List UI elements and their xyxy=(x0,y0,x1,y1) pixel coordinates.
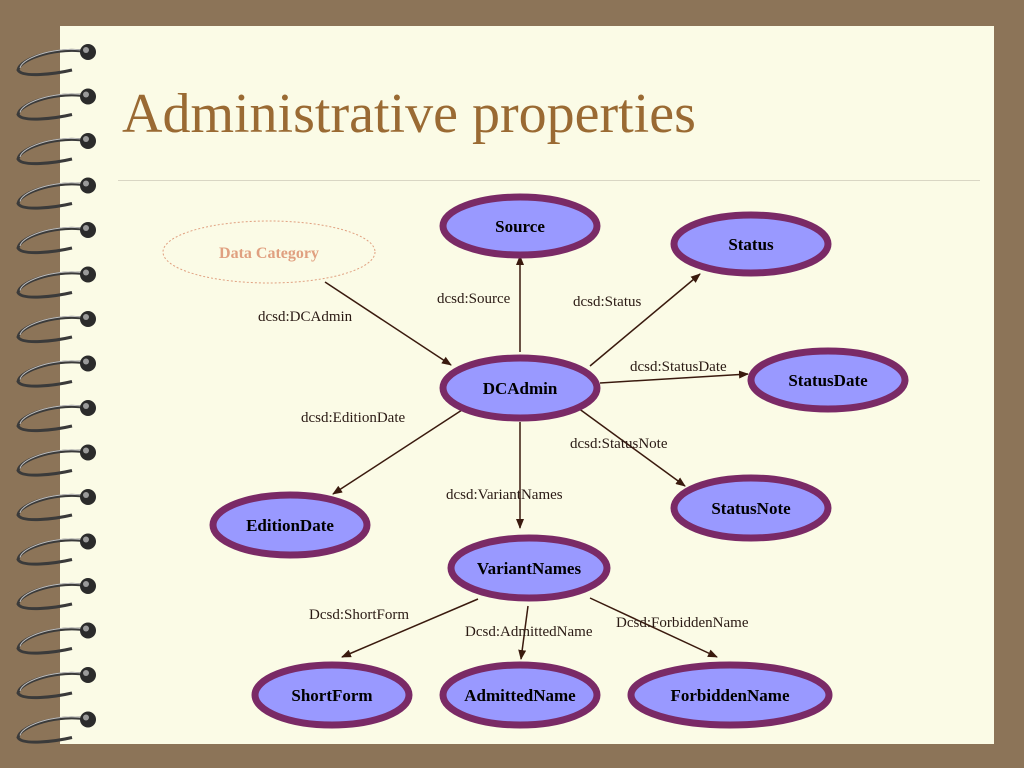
edge-forbiddenname-arrow xyxy=(589,597,718,658)
node-statusnote-label: StatusNote xyxy=(711,499,791,518)
node-source: Source xyxy=(439,193,601,259)
node-status-label: Status xyxy=(728,235,774,254)
edge-label-statusdate: dcsd:StatusDate xyxy=(630,359,727,375)
edge-label-variantnames: dcsd:VariantNames xyxy=(446,487,563,503)
node-admittedname: AdmittedName xyxy=(439,661,601,729)
node-statusdate: StatusDate xyxy=(747,347,909,413)
page-title: Administrative properties xyxy=(122,83,696,145)
edge-label-source: dcsd:Source xyxy=(437,291,511,307)
node-dcadmin: DCAdmin xyxy=(439,354,601,422)
edge-label-shortform: Dcsd:ShortForm xyxy=(309,607,409,623)
edge-editiondate-arrow xyxy=(332,409,463,495)
edge-label-editiondate: dcsd:EditionDate xyxy=(301,410,405,426)
node-editiondate-label: EditionDate xyxy=(246,516,334,535)
data-category-node: Data Category xyxy=(162,220,376,284)
data-category-label: Data Category xyxy=(219,245,319,262)
edge-label-status: dcsd:Status xyxy=(573,294,641,310)
node-forbiddenname-label: ForbiddenName xyxy=(671,686,790,705)
title-divider xyxy=(118,180,980,181)
node-variantnames: VariantNames xyxy=(447,534,611,602)
node-source-label: Source xyxy=(495,217,545,236)
node-status: Status xyxy=(670,211,832,277)
edge-label-statusnote: dcsd:StatusNote xyxy=(570,436,668,452)
edge-dcadmin-arrow xyxy=(324,281,452,366)
node-variantnames-label: VariantNames xyxy=(477,559,582,578)
edge-status-arrow xyxy=(589,273,701,367)
node-statusdate-label: StatusDate xyxy=(788,371,868,390)
edge-label-forbiddenname: Dcsd:ForbiddenName xyxy=(616,615,749,631)
node-dcadmin-label: DCAdmin xyxy=(483,379,558,398)
node-shortform: ShortForm xyxy=(251,661,413,729)
edge-label-admittedname: Dcsd:AdmittedName xyxy=(465,624,593,640)
node-editiondate: EditionDate xyxy=(209,491,371,559)
edge-shortform-arrow xyxy=(341,598,479,658)
node-shortform-label: ShortForm xyxy=(291,686,372,705)
edge-statusdate-arrow xyxy=(599,370,749,384)
edge-label-dcadmin: dcsd:DCAdmin xyxy=(258,309,353,325)
node-forbiddenname: ForbiddenName xyxy=(627,661,833,729)
node-statusnote: StatusNote xyxy=(670,474,832,542)
edge-admittedname-arrow xyxy=(518,605,529,660)
edge-statusnote-arrow xyxy=(577,407,686,487)
node-admittedname-label: AdmittedName xyxy=(464,686,576,705)
